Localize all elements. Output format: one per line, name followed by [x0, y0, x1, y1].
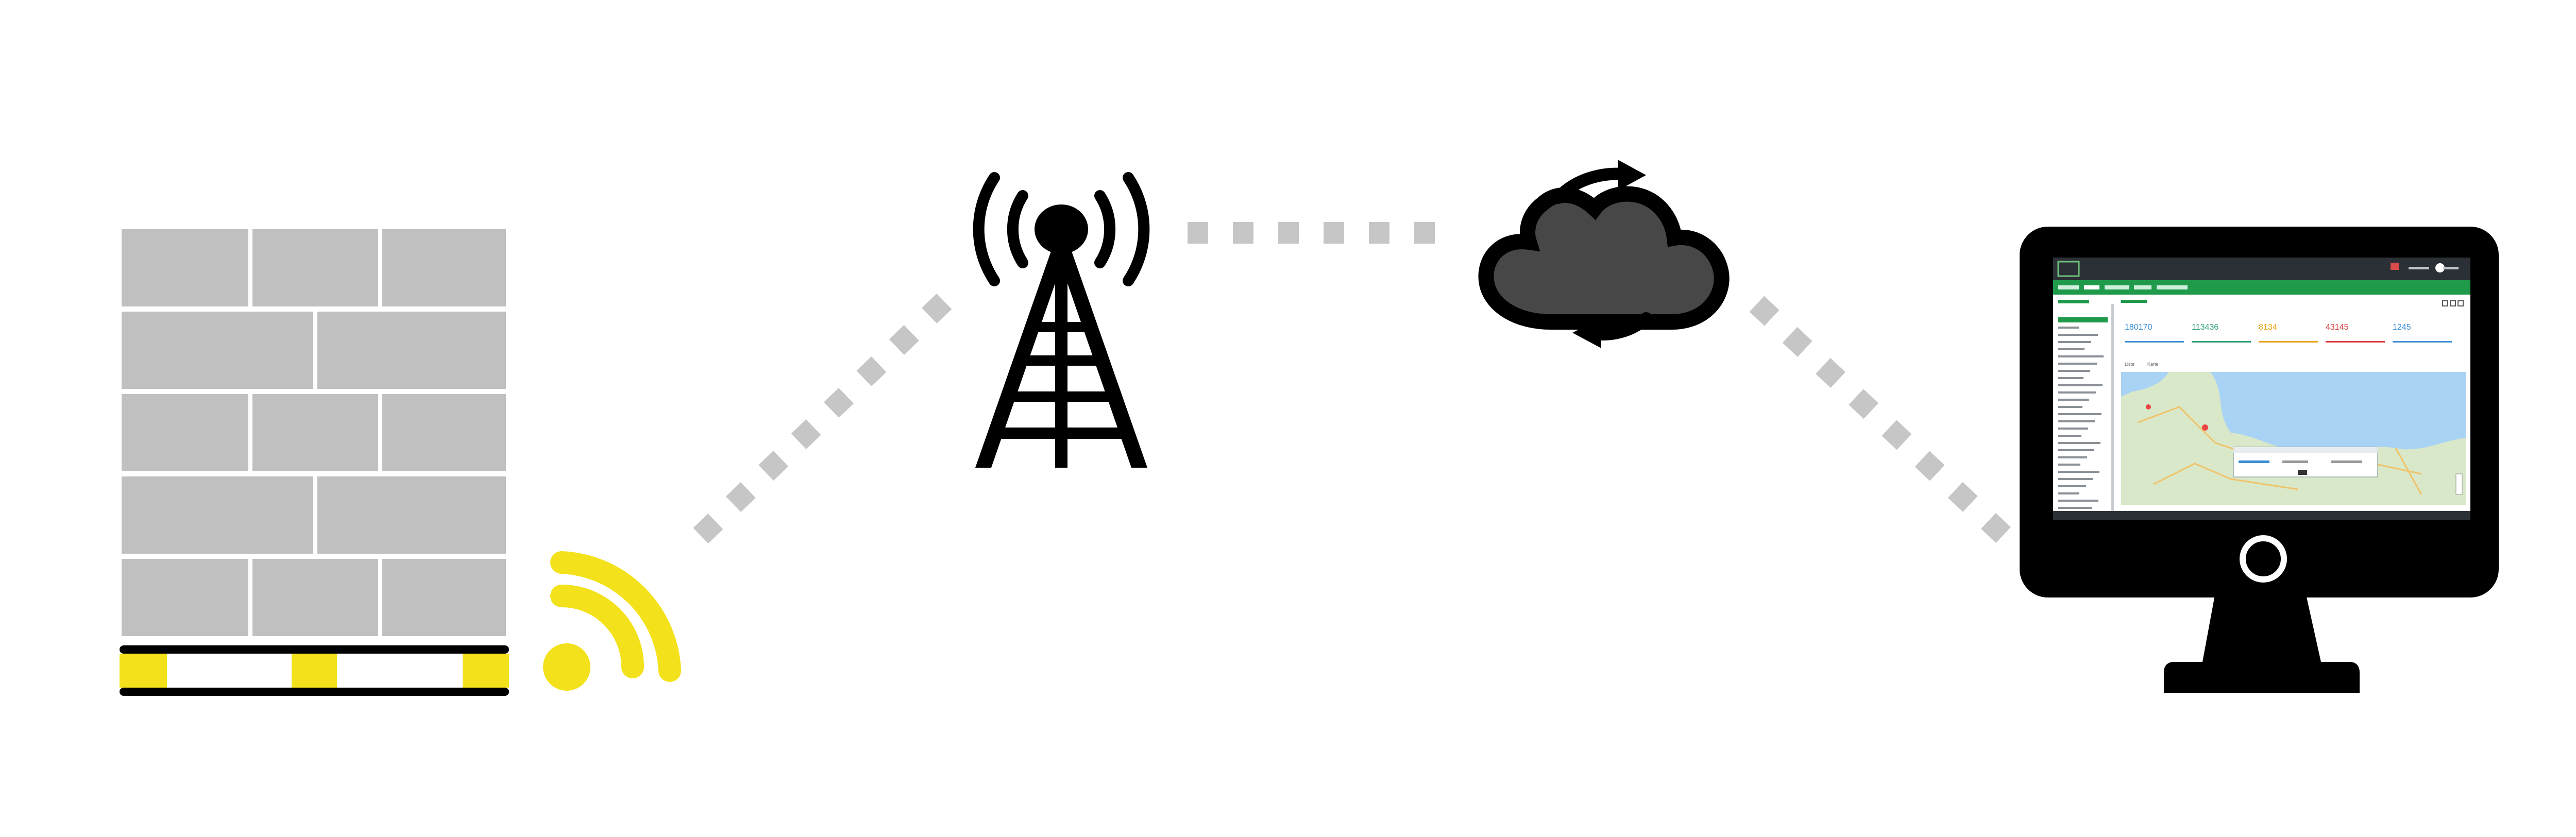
link-cloud-to-monitor	[1749, 296, 2012, 544]
pallet-block	[463, 654, 509, 688]
power-button	[2240, 535, 2287, 583]
monitor-icon: 180170 113436 8134 43145 1245 Liste Karte	[2020, 227, 2499, 693]
pallet-boxes	[122, 229, 506, 636]
cloud-body	[1478, 186, 1730, 330]
box	[252, 394, 378, 471]
box	[122, 476, 313, 554]
stats-row: 180170 113436 8134 43145 1245	[2125, 323, 2452, 343]
screen-topbar	[2053, 258, 2470, 280]
sidebar-item[interactable]	[2058, 442, 2100, 444]
pallet-block	[120, 654, 167, 688]
stat-underline	[2326, 341, 2385, 343]
sidebar-item[interactable]	[2058, 370, 2090, 372]
box	[252, 229, 378, 306]
sidebar-item[interactable]	[2058, 399, 2089, 401]
pallet-top-board	[120, 645, 509, 654]
sidebar-list	[2058, 327, 2104, 509]
sidebar-item[interactable]	[2058, 492, 2079, 494]
cell-tower-icon	[973, 172, 1150, 468]
stat-value: 8134	[2259, 323, 2277, 332]
screen-map	[2121, 372, 2466, 505]
stat-underline	[2125, 341, 2184, 343]
tab-list[interactable]: Liste	[2125, 362, 2134, 367]
box	[382, 394, 506, 471]
box	[122, 394, 248, 471]
pallet-icon	[120, 229, 509, 696]
signal-arc-outer	[550, 551, 681, 682]
wifi-signal-icon	[543, 551, 681, 691]
sidebar-item[interactable]	[2058, 478, 2093, 480]
sidebar-item[interactable]	[2058, 413, 2102, 415]
sidebar-item[interactable]	[2058, 464, 2080, 466]
sidebar-item[interactable]	[2058, 348, 2084, 350]
box	[252, 559, 378, 636]
stat-value: 180170	[2125, 323, 2152, 332]
stat-underline	[2259, 341, 2318, 343]
box	[382, 559, 506, 636]
box	[122, 559, 248, 636]
sidebar-item[interactable]	[2058, 500, 2098, 502]
sidebar-item[interactable]	[2058, 485, 2086, 487]
pallet-bottom-board	[120, 688, 509, 696]
pallet-base	[120, 645, 509, 696]
stat-underline	[2393, 341, 2452, 343]
box	[317, 476, 506, 554]
signal-dot	[543, 643, 590, 691]
screen-logo	[2057, 261, 2080, 277]
sidebar-item[interactable]	[2058, 334, 2098, 336]
sidebar-item[interactable]	[2058, 327, 2079, 329]
signal-arc-inner	[550, 585, 644, 678]
sidebar-item[interactable]	[2058, 435, 2081, 437]
pallet-block	[292, 654, 337, 688]
sidebar-item[interactable]	[2058, 341, 2091, 343]
stat-value: 1245	[2393, 323, 2411, 332]
tab-map[interactable]: Karte	[2147, 362, 2159, 367]
sidebar-item[interactable]	[2058, 507, 2092, 509]
sidebar-item[interactable]	[2058, 449, 2094, 451]
sidebar-item[interactable]	[2058, 428, 2088, 430]
stat-underline	[2192, 341, 2251, 343]
sidebar-item[interactable]	[2058, 377, 2083, 379]
monitor-screen: 180170 113436 8134 43145 1245 Liste Karte	[2053, 258, 2470, 520]
stat-value: 43145	[2326, 323, 2349, 332]
monitor-stand	[2164, 592, 2360, 693]
sidebar-item[interactable]	[2058, 363, 2097, 365]
sidebar-item[interactable]	[2058, 420, 2095, 422]
sidebar-item[interactable]	[2058, 406, 2082, 408]
stat-value: 113436	[2192, 323, 2218, 332]
box	[317, 312, 506, 389]
cloud-sync-icon	[1478, 160, 1730, 348]
sidebar-item[interactable]	[2058, 391, 2096, 394]
sidebar-item[interactable]	[2058, 456, 2087, 458]
sidebar-item[interactable]	[2058, 384, 2103, 386]
sidebar-item[interactable]	[2058, 355, 2104, 357]
box	[382, 229, 506, 306]
link-signal-to-tower	[693, 289, 956, 544]
box	[122, 312, 313, 389]
sidebar-item[interactable]	[2058, 471, 2099, 473]
box	[122, 229, 248, 306]
